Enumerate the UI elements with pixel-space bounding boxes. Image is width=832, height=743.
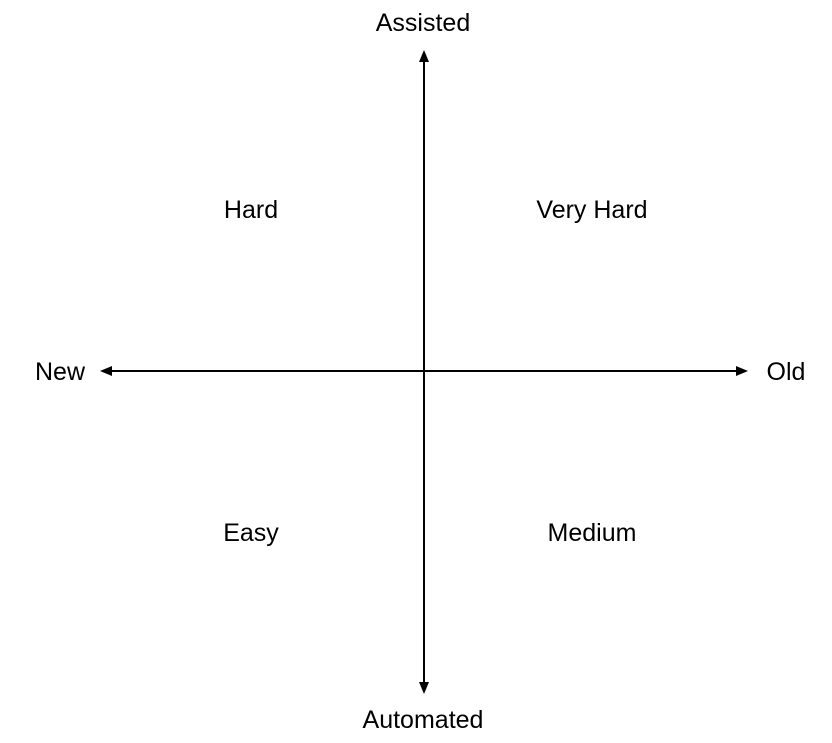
arrowhead-left-icon: [100, 366, 112, 376]
quadrant-label-bottom-right: Medium: [548, 519, 637, 547]
quadrant-label-top-right: Very Hard: [536, 196, 647, 224]
arrowhead-down-icon: [419, 682, 429, 694]
axis-label-left: New: [35, 358, 86, 386]
axis-label-bottom: Automated: [363, 706, 484, 734]
arrowhead-up-icon: [419, 50, 429, 62]
axis-label-top: Assisted: [376, 9, 470, 37]
axis-label-right: Old: [767, 358, 806, 386]
quadrant-label-bottom-left: Easy: [223, 519, 279, 547]
horizontal-axis: [100, 366, 748, 376]
quadrant-label-top-left: Hard: [224, 196, 278, 224]
arrowhead-right-icon: [736, 366, 748, 376]
